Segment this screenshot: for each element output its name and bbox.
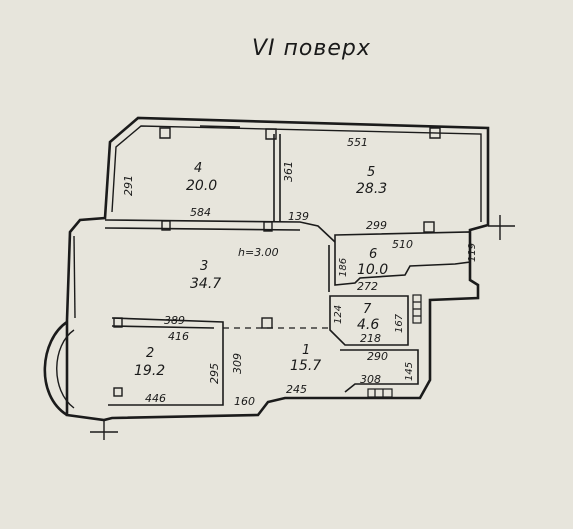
dim-145: 145: [404, 362, 415, 381]
room-6-number: 6: [369, 247, 377, 262]
dimension-labels: 551 291 361 584 139 299 510 186 119 272 …: [122, 136, 478, 408]
room-3-area: 34.7: [190, 276, 221, 292]
dim-361: 361: [282, 161, 295, 182]
dim-160: 160: [234, 395, 255, 408]
room-7-area: 4.6: [357, 317, 379, 333]
dim-584: 584: [190, 206, 211, 219]
room-3-number: 3: [200, 259, 208, 274]
room-1-area: 15.7: [290, 358, 321, 374]
room-2-area: 19.2: [134, 363, 165, 379]
dim-309: 309: [231, 353, 244, 374]
dim-119: 119: [467, 243, 478, 262]
dim-186: 186: [338, 258, 349, 277]
ceiling-height-label: h=3.00: [238, 246, 279, 259]
dim-272: 272: [357, 280, 378, 293]
dim-245: 245: [286, 383, 307, 396]
dim-218: 218: [360, 332, 381, 345]
room-6-area: 10.0: [357, 262, 388, 278]
room-5-area: 28.3: [356, 181, 387, 197]
dim-551: 551: [347, 136, 368, 149]
room-labels: 4 20.0 5 28.3 3 34.7 6 10.0 7 4.6 2 19.2…: [134, 161, 388, 379]
dim-416: 416: [168, 330, 189, 343]
room-5-number: 5: [367, 165, 375, 180]
room-2-number: 2: [146, 346, 154, 361]
room-4-area: 20.0: [186, 178, 217, 194]
dim-290: 290: [367, 350, 388, 363]
dim-139: 139: [288, 210, 309, 223]
floor-title: VI поверх: [252, 36, 371, 61]
outer-walls: [65, 116, 490, 422]
interior-walls: [43, 134, 515, 440]
dim-167: 167: [394, 313, 405, 333]
room-7-number: 7: [363, 302, 372, 317]
dim-308: 308: [360, 373, 381, 386]
dim-446: 446: [145, 392, 166, 405]
room-1-number: 1: [302, 343, 310, 358]
dim-124: 124: [333, 305, 344, 324]
dim-299: 299: [366, 219, 387, 232]
room-4-number: 4: [194, 161, 202, 176]
dim-291: 291: [122, 175, 135, 196]
dim-295: 295: [208, 363, 221, 384]
dim-510: 510: [392, 238, 413, 251]
dim-389: 389: [164, 314, 185, 327]
